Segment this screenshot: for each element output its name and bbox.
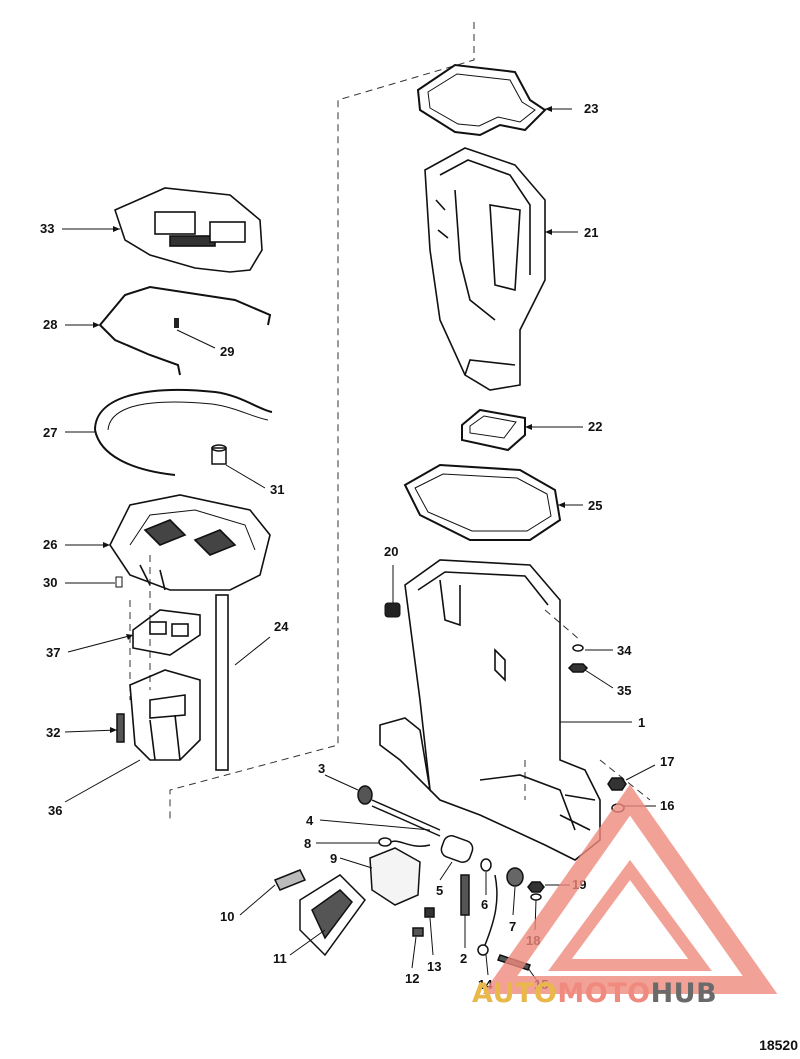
callout-24: 24 bbox=[274, 619, 289, 634]
callout-8: 8 bbox=[304, 836, 312, 851]
part-28-gasket bbox=[99, 285, 272, 376]
part-1-driveshaft-housing bbox=[379, 559, 601, 861]
callout-13: 13 bbox=[427, 959, 442, 974]
callout-31: 31 bbox=[270, 482, 285, 497]
callout-25: 25 bbox=[588, 498, 603, 513]
part-29-dowel bbox=[174, 318, 179, 328]
part-37-gasket bbox=[132, 609, 201, 656]
automotohub-watermark: AUTOMOTOHUB bbox=[472, 978, 800, 1018]
callout-32: 32 bbox=[46, 725, 61, 740]
part-25-gasket bbox=[403, 463, 562, 541]
callout-34: 34 bbox=[617, 643, 632, 658]
callout-18: 18 bbox=[526, 933, 541, 948]
callout-11: 11 bbox=[273, 951, 287, 966]
callout-leader-lines bbox=[62, 108, 656, 986]
part-27-seal-strip bbox=[94, 388, 273, 476]
callout-19: 19 bbox=[572, 877, 587, 892]
callout-2: 2 bbox=[460, 951, 468, 966]
callout-30: 30 bbox=[43, 575, 58, 590]
part-24-tube bbox=[215, 594, 229, 771]
callout-3: 3 bbox=[318, 761, 326, 776]
part-26-exhaust-plate bbox=[109, 494, 271, 591]
callout-6: 6 bbox=[481, 897, 489, 912]
callout-27: 27 bbox=[43, 425, 58, 440]
callout-17: 17 bbox=[660, 754, 675, 769]
callout-36: 36 bbox=[48, 803, 63, 818]
callout-26: 26 bbox=[43, 537, 58, 552]
callout-1: 1 bbox=[638, 715, 646, 730]
callout-20: 20 bbox=[384, 544, 399, 559]
callout-29: 29 bbox=[220, 344, 235, 359]
brand-part-auto: AUTO bbox=[472, 978, 558, 1009]
callout-5: 5 bbox=[436, 883, 444, 898]
assembly-guide-lines bbox=[129, 22, 651, 820]
part-22-seal bbox=[461, 408, 526, 452]
callout-28: 28 bbox=[43, 317, 58, 332]
part-31-bushing bbox=[211, 444, 227, 465]
callout-16: 16 bbox=[660, 798, 675, 813]
callout-23: 23 bbox=[584, 101, 599, 116]
callout-10: 10 bbox=[220, 909, 235, 924]
part-36-adapter bbox=[129, 669, 201, 761]
callout-12: 12 bbox=[405, 971, 420, 986]
callout-21: 21 bbox=[584, 225, 599, 240]
part-30-dowel bbox=[115, 576, 123, 588]
callout-22: 22 bbox=[588, 419, 603, 434]
callout-9: 9 bbox=[330, 851, 338, 866]
callout-35: 35 bbox=[617, 683, 632, 698]
lower-hardware-parts bbox=[273, 777, 627, 971]
callout-33: 33 bbox=[40, 221, 55, 236]
callout-4: 4 bbox=[306, 813, 314, 828]
callout-37: 37 bbox=[46, 645, 61, 660]
part-21-exhaust-housing bbox=[424, 147, 546, 391]
callout-7: 7 bbox=[509, 919, 517, 934]
diagram-reference-number: 18520 bbox=[759, 1037, 798, 1053]
part-33-adapter-plate bbox=[114, 187, 263, 273]
callout-arrowheads bbox=[93, 106, 565, 733]
part-20-plug bbox=[384, 602, 401, 618]
brand-part-moto: MOTO bbox=[557, 978, 651, 1009]
parts-34-35-nut-washer bbox=[567, 644, 589, 673]
part-23-gasket bbox=[416, 63, 547, 137]
brand-part-hub: HUB bbox=[650, 978, 718, 1009]
part-32-bolt bbox=[116, 713, 125, 743]
